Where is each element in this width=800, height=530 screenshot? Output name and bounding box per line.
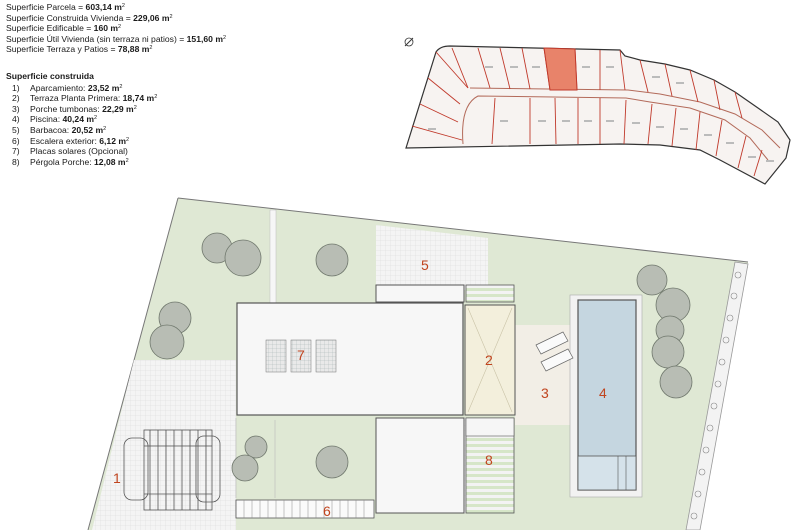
south-block	[375, 417, 465, 514]
spec-label: Superficie Terraza y Patios =	[6, 44, 118, 55]
carport	[123, 429, 221, 511]
spec-unit-sup: 2	[222, 34, 227, 41]
spec-label: Superficie Construida Vivienda =	[6, 12, 134, 23]
spec-row: Superficie Edificable = 160 m2	[6, 23, 226, 34]
label-porch: 3	[541, 385, 549, 401]
built-area-item: 5) Barbacoa: 20,52 m2	[6, 125, 157, 136]
item-number: 8)	[12, 156, 20, 167]
item-label: Porche tumbonas:	[30, 103, 103, 114]
key-map	[404, 37, 791, 185]
spec-row: Superficie Construida Vivienda = 229,06 …	[6, 13, 226, 24]
built-area-item: 1) Aparcamiento: 23,52 m2	[6, 83, 157, 94]
trees	[149, 232, 693, 482]
item-unit-sup: 2	[125, 157, 129, 164]
east-boundary-strip	[685, 261, 749, 530]
label-pergola: 8	[485, 452, 493, 468]
item-number: 7)	[12, 146, 20, 157]
label-pool: 4	[599, 385, 607, 401]
spec-value: 229,06 m	[133, 12, 170, 23]
internal-road	[462, 95, 769, 161]
item-value: 23,52 m	[87, 82, 120, 93]
spec-unit-sup: 2	[169, 13, 173, 20]
item-number: 3)	[12, 103, 20, 114]
built-area-item: 7) Placas solares (Opcional)	[6, 146, 157, 157]
item-label: Barbacoa:	[30, 124, 72, 135]
barbecue-area	[376, 225, 488, 290]
spec-value: 78,88 m	[117, 44, 150, 55]
built-area-block: Superficie construida 1)Aparcamiento: 23…	[6, 71, 157, 167]
spec-row: Superficie Útil Vivienda (sin terraza ni…	[6, 34, 226, 45]
spec-label: Superficie Parcela =	[6, 2, 86, 12]
item-value: 18,74 m	[122, 93, 155, 104]
built-area-item: 2) Terraza Planta Primera: 18,74 m2	[6, 93, 157, 104]
label-staircase: 6	[323, 503, 331, 519]
item-label: Terraza Planta Primera:	[30, 93, 123, 104]
item-unit-sup: 2	[103, 125, 107, 132]
item-value: 20,52 m	[71, 124, 104, 135]
item-unit-sup: 2	[133, 104, 137, 111]
built-area-item: 6) Escalera exterior: 6,12 m2	[6, 136, 157, 147]
label-solar: 7	[297, 347, 305, 363]
spec-unit-sup: 2	[149, 45, 153, 52]
site-plan	[87, 197, 749, 530]
item-label: Pérgola Porche:	[30, 156, 95, 167]
north-arrow-icon	[404, 37, 414, 47]
spec-row: Superficie Parcela = 603,14 m2	[6, 2, 226, 13]
parking-area	[92, 360, 236, 530]
built-area-item: 4) Piscina: 40,24 m2	[6, 114, 157, 125]
spec-value: 160 m	[93, 23, 119, 34]
item-unit-sup: 2	[94, 115, 98, 122]
item-number: 1)	[12, 82, 20, 93]
item-unit-sup: 2	[126, 136, 130, 143]
label-barbecue: 5	[421, 257, 429, 273]
item-unit-sup: 2	[119, 83, 123, 90]
item-label: Escalera exterior:	[30, 135, 100, 146]
spec-unit-sup: 2	[121, 3, 125, 9]
item-number: 2)	[12, 93, 20, 104]
built-area-item: 8) Pérgola Porche: 12,08 m2	[6, 157, 157, 168]
item-value: 22,29 m	[102, 103, 134, 114]
solar-panels	[265, 339, 337, 373]
spec-value: 151,60 m	[186, 33, 223, 44]
spec-unit-sup: 2	[118, 24, 122, 31]
item-value: 6,12 m	[99, 135, 127, 146]
sun-loungers	[535, 331, 574, 372]
spec-label: Superficie Edificable =	[6, 23, 94, 34]
spec-label: Superficie Útil Vivienda (sin terraza ni…	[6, 33, 187, 44]
built-area-item: 3) Porche tumbonas: 22,29 m2	[6, 104, 157, 115]
spec-value: 603,14 m	[85, 2, 122, 12]
label-terrace: 2	[485, 352, 493, 368]
item-label: Placas solares (Opcional)	[30, 146, 128, 157]
label-parking: 1	[113, 470, 121, 486]
spec-row: Superficie Terraza y Patios = 78,88 m2	[6, 44, 226, 55]
item-number: 5)	[12, 124, 20, 135]
urbanization-outline	[405, 45, 791, 185]
item-label: Piscina:	[30, 114, 63, 125]
item-number: 4)	[12, 114, 20, 125]
exterior-staircase	[235, 499, 375, 519]
item-value: 12,08 m	[94, 156, 126, 167]
selected-plot	[543, 47, 578, 91]
item-number: 6)	[12, 135, 20, 146]
item-unit-sup: 2	[154, 94, 158, 101]
item-label: Aparcamiento:	[30, 82, 88, 93]
item-value: 40,24 m	[62, 114, 95, 125]
built-area-heading: Superficie construida	[6, 71, 94, 81]
